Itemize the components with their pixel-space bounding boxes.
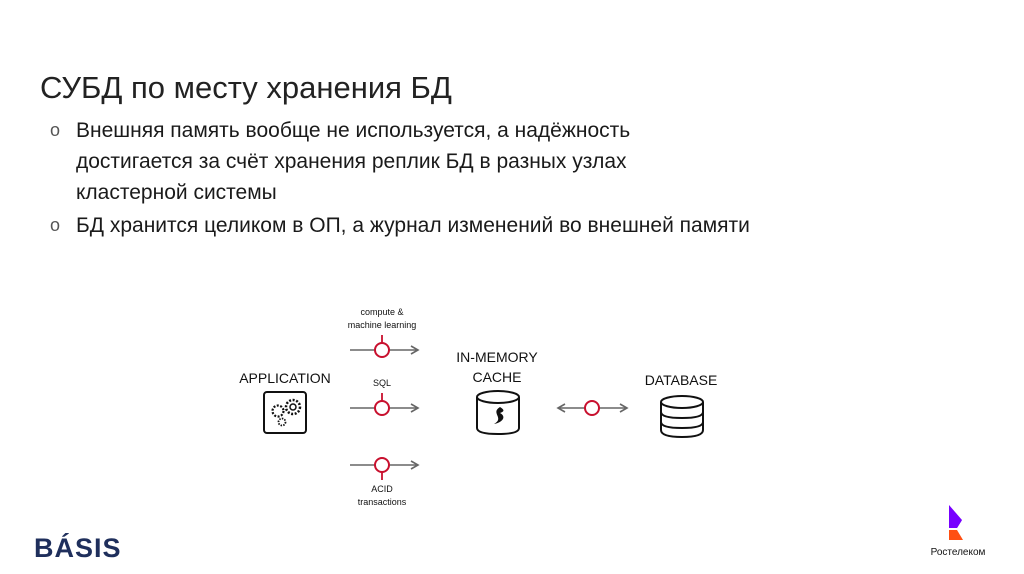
acid-label-line2: transactions <box>358 497 407 507</box>
gears-icon <box>263 391 307 434</box>
application-label: APPLICATION <box>239 370 331 386</box>
cache-cylinder-icon <box>476 390 520 436</box>
sql-arrow <box>350 393 420 416</box>
connector-circle-icon <box>374 457 390 473</box>
slide-title: СУБД по месту хранения БД <box>40 70 452 105</box>
rostelecom-logo-icon <box>949 505 963 540</box>
acid-label-line1: ACID <box>371 484 393 494</box>
cache-label-line2: CACHE <box>472 369 521 385</box>
compute-label-line2: machine learning <box>348 320 417 330</box>
compute-label-line1: compute & <box>360 307 403 317</box>
bullet-text: БД хранится целиком в ОП, а журнал измен… <box>76 214 750 237</box>
database-icon <box>660 395 704 439</box>
cache-database-arrow <box>556 400 629 416</box>
connector-circle-icon <box>584 400 600 416</box>
bullet-circle-icon: o <box>50 215 61 235</box>
bullet-text: Внешняя память вообще не используется, а… <box>76 119 631 204</box>
basis-logo: BÁSIS <box>34 533 122 563</box>
acid-arrow <box>350 457 420 480</box>
bullet-circle-icon: o <box>50 120 61 140</box>
database-label: DATABASE <box>645 372 718 388</box>
cache-label-line1: IN-MEMORY <box>456 349 538 365</box>
connector-circle-icon <box>374 342 390 358</box>
sql-label: SQL <box>373 378 391 388</box>
compute-arrow <box>350 335 420 358</box>
connector-circle-icon <box>374 400 390 416</box>
rostelecom-logo-text: Ростелеком <box>930 547 986 558</box>
